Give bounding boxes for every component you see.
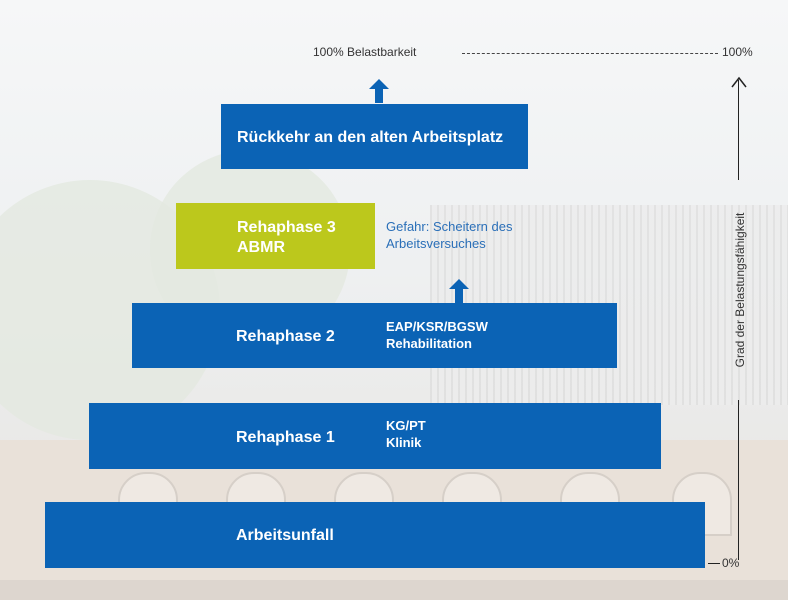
rehaphase-1-box: Rehaphase 1 KG/PT Klinik xyxy=(89,403,661,469)
up-arrow-icon xyxy=(369,79,389,103)
accident-label: Arbeitsunfall xyxy=(236,527,334,544)
axis-label: Grad der Belastungsfähigkeit xyxy=(733,212,747,368)
axis-bottom-percent: 0% xyxy=(722,556,740,570)
accident-box: Arbeitsunfall xyxy=(45,502,705,568)
rehaphase-2-label: Rehaphase 2 xyxy=(236,328,335,345)
rehaphase-2-box: Rehaphase 2 EAP/KSR/BGSW Rehabilitation xyxy=(132,303,617,368)
rehaphase-2-detail: EAP/KSR/BGSW Rehabilitation xyxy=(386,319,488,351)
goal-box: Rückkehr an den alten Arbeitsplatz xyxy=(221,104,528,169)
rehaphase-1-label: Rehaphase 1 xyxy=(236,429,335,446)
up-arrow-icon xyxy=(449,279,469,303)
rehaphase-3-box: Rehaphase 3 ABMR xyxy=(176,203,375,269)
axis-line-lower xyxy=(738,400,739,560)
phase-3-warning-note: Gefahr: Scheitern des Arbeitsversuches xyxy=(386,219,513,251)
rehaphase-3-label: Rehaphase 3 ABMR xyxy=(237,219,336,256)
axis-arrow-icon xyxy=(731,76,747,88)
axis-top-percent: 100% xyxy=(722,45,753,59)
rehaphase-1-detail: KG/PT Klinik xyxy=(386,418,426,450)
full-capacity-label: 100% Belastbarkeit xyxy=(313,45,417,59)
axis-line-upper xyxy=(738,80,739,180)
full-capacity-dashed-line xyxy=(462,53,718,54)
axis-zero-tick xyxy=(708,563,720,564)
goal-label: Rückkehr an den alten Arbeitsplatz xyxy=(237,129,504,146)
